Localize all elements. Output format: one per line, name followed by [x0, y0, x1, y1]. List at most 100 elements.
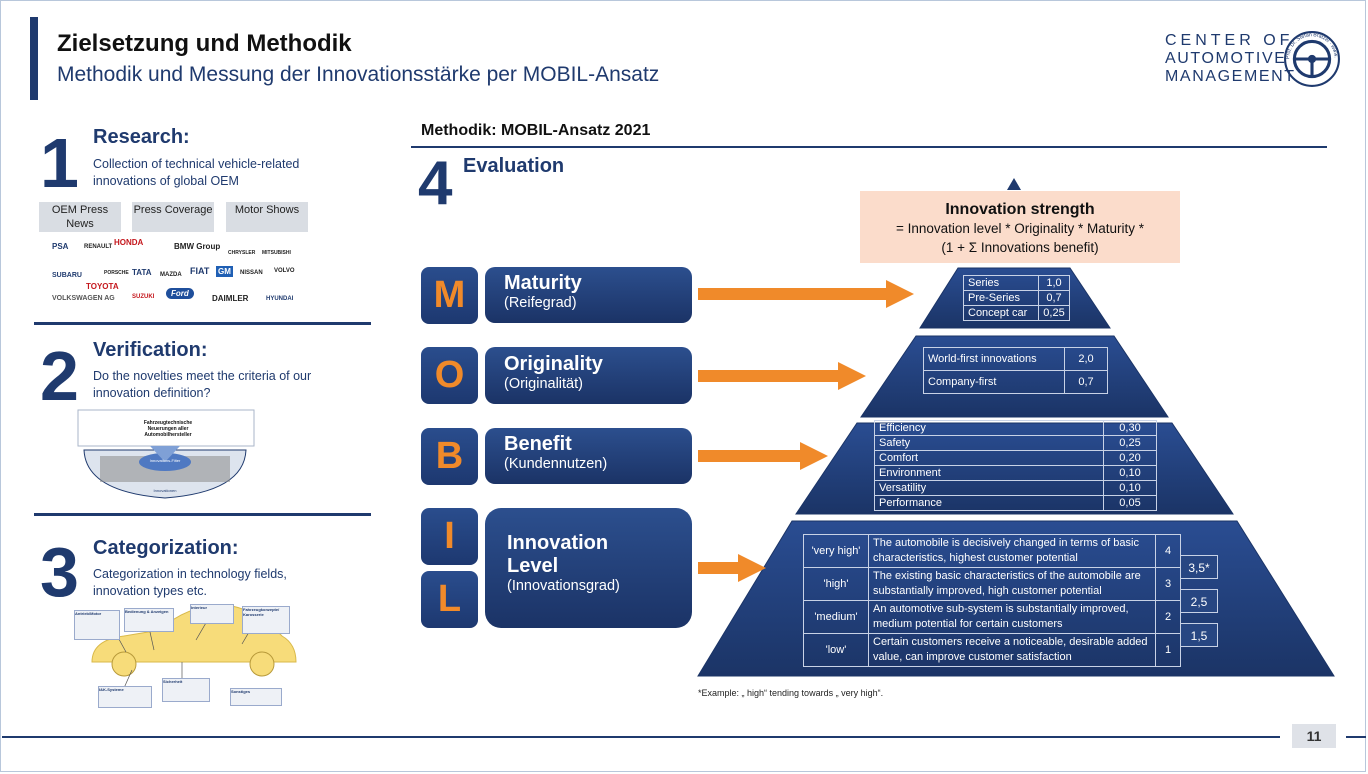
intermediate-score: 3,5*	[1180, 555, 1218, 579]
letter-b: B	[421, 428, 478, 485]
table-cell: 0,7	[1038, 290, 1070, 306]
table-cell: The existing basic characteristics of th…	[868, 567, 1156, 601]
oem-logo: CHRYSLER	[228, 250, 256, 256]
footer-rule	[2, 736, 1280, 738]
table-cell: An automotive sub-system is substantiall…	[868, 600, 1156, 634]
originality-title: Originality	[504, 353, 603, 375]
oem-logo: MAZDA	[160, 272, 182, 278]
oem-logo: SUBARU	[52, 272, 82, 279]
step-4-number: 4	[418, 149, 453, 218]
table-row: 'high'The existing basic characteristics…	[803, 567, 1181, 601]
table-cell: 2	[1155, 600, 1181, 634]
table-cell: Company-first	[923, 370, 1065, 394]
step-1-text: Collection of technical vehicle-related …	[93, 157, 300, 188]
page-subtitle: Methodik und Messung der Innovationsstär…	[57, 63, 660, 86]
step-4-title: Evaluation	[463, 155, 565, 177]
table-cell: World-first innovations	[923, 347, 1065, 371]
logo-line-1: CENTER OF	[1165, 32, 1294, 49]
step-separator	[34, 322, 371, 325]
table-cell: Comfort	[874, 450, 1104, 466]
oem-logo: RENAULT	[84, 244, 113, 250]
oem-logo: TOYOTA	[86, 282, 119, 291]
table-cell: Concept car	[963, 305, 1039, 321]
oem-logo: VOLVO	[274, 268, 295, 274]
innovation-level-box: Innovation Level (Innovationsgrad)	[485, 508, 692, 628]
benefit-title: Benefit	[504, 433, 572, 455]
formula-line-2: (1 + Σ Innovations benefit)	[941, 240, 1099, 255]
table-cell: 0,20	[1103, 450, 1157, 466]
source-oem-press: OEM Press News	[39, 202, 121, 232]
verification-bottom-label: Innovationen	[153, 488, 177, 493]
table-cell: 2,0	[1064, 347, 1108, 371]
step-3-text: Categorization in technology fields, inn…	[93, 567, 287, 598]
table-cell: Efficiency	[874, 420, 1104, 436]
step-3-number: 3	[40, 533, 79, 611]
letter-m: M	[421, 267, 478, 324]
logo-line-2: AUTOMOTIVE	[1165, 50, 1287, 67]
innovation-level-title-2: Level	[507, 555, 559, 577]
table-cell: Pre-Series	[963, 290, 1039, 306]
table-cell: 1	[1155, 633, 1181, 667]
innovation-level-title-1: Innovation	[507, 532, 609, 554]
benefit-box: Benefit (Kundennutzen)	[485, 428, 692, 484]
step-2-text: Do the novelties meet the criteria of ou…	[93, 369, 312, 400]
table-row: 'very high'The automobile is decisively …	[803, 534, 1181, 568]
step-1-number: 1	[40, 124, 79, 202]
category-box: Antrieb/Motor	[74, 610, 120, 640]
table-cell: 1,0	[1038, 275, 1070, 291]
table-cell: Performance	[874, 495, 1104, 511]
table-cell: 0,05	[1103, 495, 1157, 511]
table-cell: Safety	[874, 435, 1104, 451]
oem-logo: MITSUBISHI	[262, 250, 291, 256]
table-cell: The automobile is decisively changed in …	[868, 534, 1156, 568]
table-cell: Versatility	[874, 480, 1104, 496]
innovation-strength-box: Innovation strength = Innovation level *…	[860, 191, 1180, 263]
table-cell: Environment	[874, 465, 1104, 481]
oem-logo: TATA	[132, 268, 152, 277]
table-cell: 0,25	[1038, 305, 1070, 321]
formula-title: Innovation strength	[945, 201, 1095, 218]
source-motor-shows: Motor Shows	[226, 202, 308, 232]
table-cell: 'very high'	[803, 534, 869, 568]
oem-logo: Ford	[166, 288, 194, 299]
benefit-subtitle: (Kundennutzen)	[504, 456, 608, 472]
oem-logo: DAIMLER	[212, 294, 249, 303]
table-cell: 4	[1155, 534, 1181, 568]
verification-filter-label: Innovations-Filter	[149, 458, 181, 463]
innovation-level-subtitle: (Innovationsgrad)	[507, 578, 620, 594]
letter-o: O	[421, 347, 478, 404]
category-box: I&K-Systeme	[98, 686, 152, 708]
table-cell: 0,10	[1103, 480, 1157, 496]
oem-logo: BMW Group	[174, 242, 221, 251]
table-cell: Series	[963, 275, 1039, 291]
step-2-title: Verification:	[93, 339, 208, 361]
step-1-title: Research:	[93, 126, 190, 148]
intermediate-score: 2,5	[1180, 589, 1218, 613]
logo-line-3: MANAGEMENT	[1165, 68, 1296, 85]
oem-logo: SUZUKI	[132, 294, 155, 300]
intermediate-score: 1,5	[1180, 623, 1218, 647]
oem-logo: NISSAN	[240, 270, 263, 276]
step-3-title: Categorization:	[93, 537, 239, 559]
footnote: *Example: „ high“ tending towards „ very…	[698, 688, 884, 698]
table-cell: 'high'	[803, 567, 869, 601]
verification-center-text: Fahrzeugtechnische Neuerungen aller Auto…	[143, 420, 193, 438]
maturity-title: Maturity	[504, 272, 582, 294]
oem-logo: HONDA	[114, 238, 144, 247]
title-accent-bar	[30, 17, 38, 100]
page-title: Zielsetzung und Methodik	[57, 30, 352, 57]
oem-logo: FIAT	[190, 266, 210, 276]
table-cell: Certain customers receive a noticeable, …	[868, 633, 1156, 667]
category-box: Sicherheit	[162, 678, 210, 702]
